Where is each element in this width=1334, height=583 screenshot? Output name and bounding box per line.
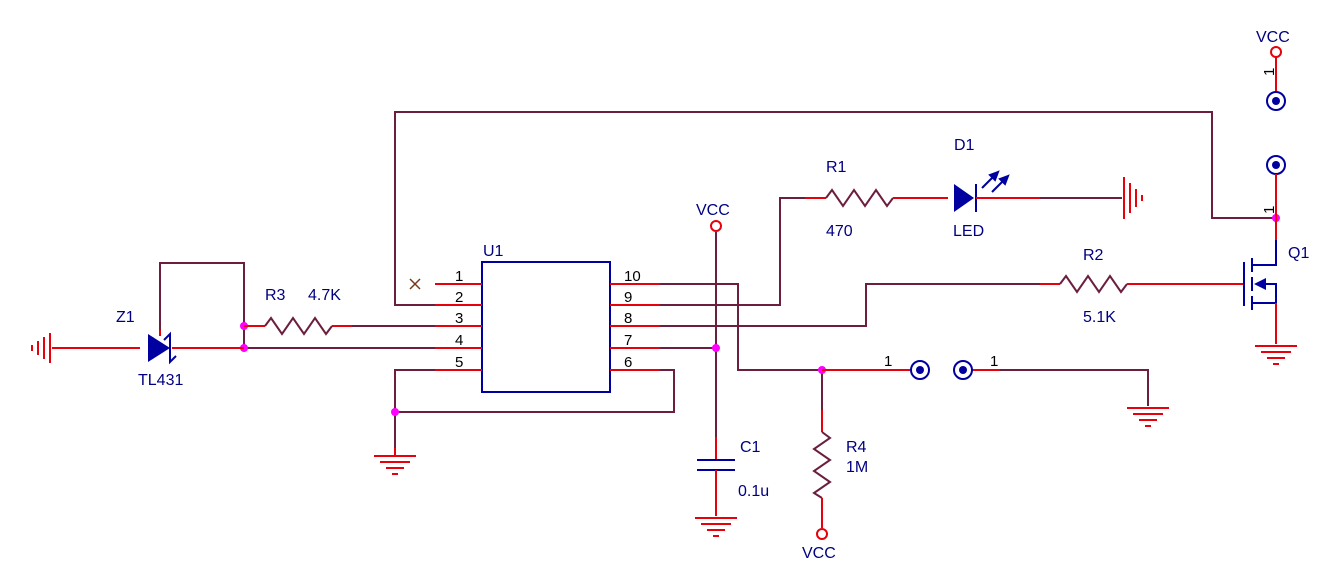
r1-resistor: R1 470 xyxy=(805,159,948,240)
z1-value: TL431 xyxy=(138,372,183,389)
d1-value: LED xyxy=(953,223,984,240)
z1-zener: Z1 TL431 xyxy=(52,309,244,389)
u1-pin-number: 8 xyxy=(624,310,632,327)
ground-symbol-q1 xyxy=(1255,345,1297,365)
ground-symbol-led xyxy=(1123,177,1143,219)
u1-pin-number: 4 xyxy=(455,332,463,349)
u1-body xyxy=(481,261,611,393)
u1-pin-number: 2 xyxy=(455,289,463,306)
ground-symbol-u1 xyxy=(374,448,416,475)
d1-led: D1 LED xyxy=(953,137,1040,240)
r2-resistor: R2 5.1K xyxy=(1040,247,1244,326)
c1-ref: C1 xyxy=(740,439,761,456)
r4-zigzag xyxy=(812,431,832,499)
connector-dot xyxy=(916,366,924,374)
connector-pin-number: 1 xyxy=(884,353,892,370)
vcc-terminal xyxy=(816,528,828,540)
wires xyxy=(159,111,1277,448)
u1-pin-number: 3 xyxy=(455,310,463,327)
vcc-terminal xyxy=(710,220,722,232)
light-rays-icon xyxy=(981,170,1010,193)
r4-resistor: VCC R4 1M xyxy=(802,410,868,562)
q1-drain-conn xyxy=(1252,240,1277,266)
wire-pin5-pin6-loop xyxy=(394,369,675,413)
wire-u1-pin2-to-q1 xyxy=(394,111,1276,306)
connector-right: 1 xyxy=(953,353,1000,380)
z1-triangle xyxy=(148,334,170,362)
connector-dot xyxy=(1272,97,1280,105)
u1-ref: U1 xyxy=(483,243,504,260)
r1-ref: R1 xyxy=(826,159,847,176)
z1-bar xyxy=(163,331,177,365)
junction-dot xyxy=(391,408,399,416)
r3-resistor: R3 4.7K xyxy=(244,287,352,336)
r4-value: 1M xyxy=(846,459,868,476)
r1-value: 470 xyxy=(826,223,853,240)
wire-pin8-to-r2 xyxy=(660,283,1040,327)
wire-z1-feedback xyxy=(159,262,245,348)
d1-triangle xyxy=(954,184,974,212)
r1-zigzag xyxy=(825,188,894,208)
c1-value: 0.1u xyxy=(738,483,769,500)
q1-source-conn xyxy=(1252,283,1277,304)
r2-value: 5.1K xyxy=(1083,309,1116,326)
connector-dot xyxy=(959,366,967,374)
vcc-terminal xyxy=(1270,46,1282,58)
connector-dot xyxy=(1272,161,1280,169)
connector-pin-number: 1 xyxy=(1261,206,1278,214)
connector-pin-number: 1 xyxy=(990,353,998,370)
u1-pin-number: 6 xyxy=(624,354,632,371)
u1-pin-number: 10 xyxy=(624,268,641,285)
no-connect-marker xyxy=(409,278,421,290)
vcc-label: VCC xyxy=(802,545,836,562)
vcc-label: VCC xyxy=(696,202,730,219)
connector-q1-drain: 1 xyxy=(1261,155,1286,218)
z1-ref: Z1 xyxy=(116,309,135,326)
r3-zigzag xyxy=(264,316,333,336)
q1-arrow xyxy=(1254,278,1266,290)
ground-symbol-c1 xyxy=(695,517,737,537)
junction-dot xyxy=(712,344,720,352)
d1-ref: D1 xyxy=(954,137,975,154)
vcc-c1: VCC C1 0.1u xyxy=(696,202,769,516)
vcc-label: VCC xyxy=(1256,29,1290,46)
wire-connector-to-ground xyxy=(1000,369,1149,406)
wire-pin9-to-r1 xyxy=(660,197,805,306)
q1-ref: Q1 xyxy=(1288,245,1309,262)
r3-ref: R3 xyxy=(265,287,286,304)
q1-mosfet: Q1 xyxy=(1243,218,1309,344)
u1-ic: U1 1 2 3 4 5 10 9 8 7 6 xyxy=(409,243,660,393)
connector-left: 1 xyxy=(822,353,930,380)
ground-symbol-left xyxy=(31,333,51,363)
connector-pin-number: 1 xyxy=(1261,68,1278,76)
r4-ref: R4 xyxy=(846,439,867,456)
connector-vcc-top: VCC 1 xyxy=(1256,29,1290,111)
r3-value: 4.7K xyxy=(308,287,341,304)
u1-pin-number: 5 xyxy=(455,354,463,371)
u1-pin-number: 1 xyxy=(455,268,463,285)
u1-pin-number: 9 xyxy=(624,289,632,306)
ground-symbol-connector xyxy=(1127,407,1169,427)
u1-pin-number: 7 xyxy=(624,332,632,349)
r2-ref: R2 xyxy=(1083,247,1104,264)
r2-zigzag xyxy=(1059,274,1128,294)
